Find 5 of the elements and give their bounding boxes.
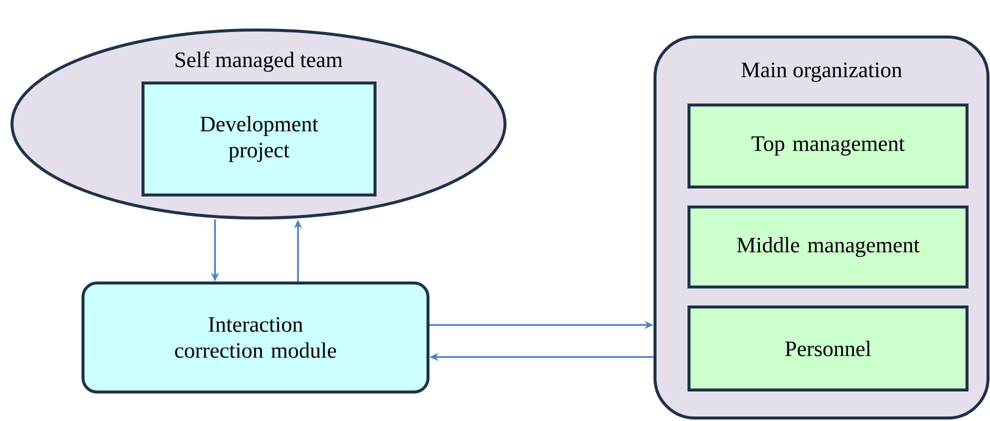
process-box: Interaction correction module xyxy=(82,282,430,394)
level-box: Middle management xyxy=(688,206,968,288)
level-box: Top management xyxy=(688,104,968,188)
level-box: Personnel xyxy=(688,306,968,392)
process-box: Development project xyxy=(142,82,376,196)
